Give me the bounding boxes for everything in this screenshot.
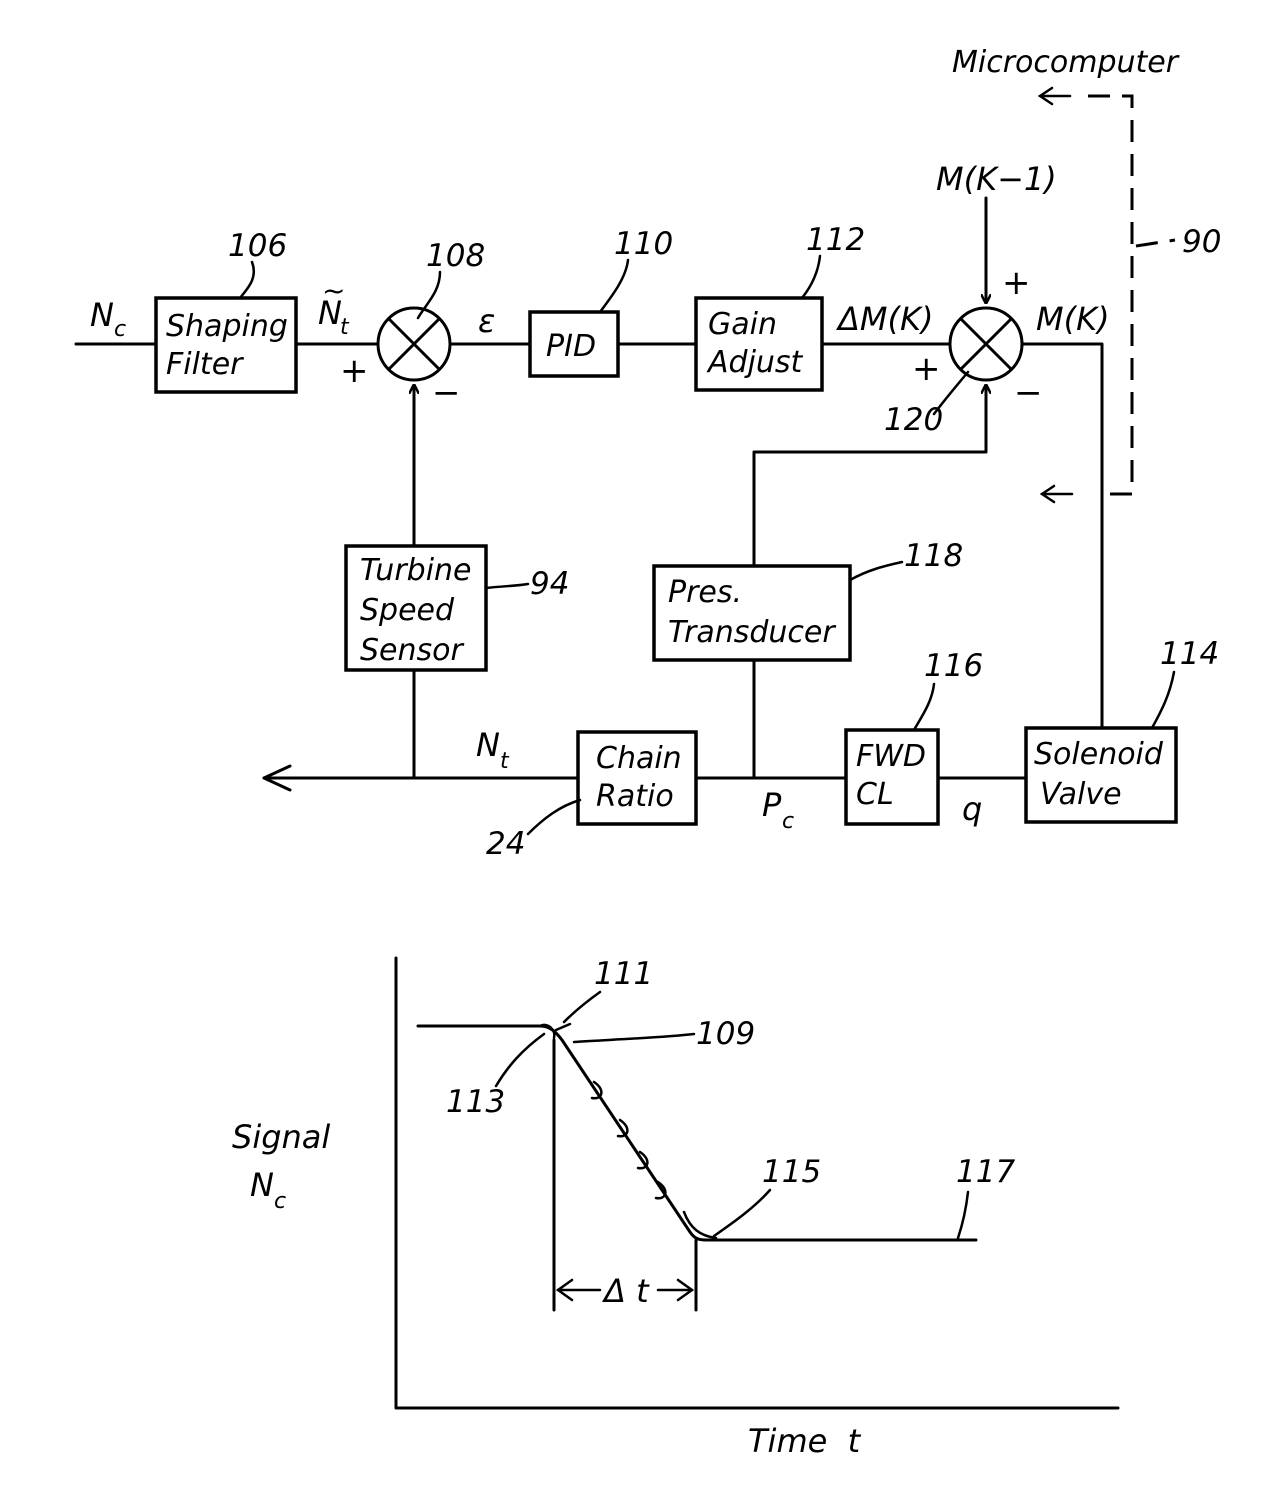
ref-108: 108 xyxy=(426,238,485,274)
corner-111 xyxy=(556,1024,570,1030)
solenoid-valve-line1: Solenoid xyxy=(1034,737,1164,772)
signal-nt-output: N t xyxy=(476,726,510,774)
svg-text:c: c xyxy=(114,317,126,342)
signal-curve xyxy=(418,1026,976,1240)
summing-junction-120 xyxy=(950,308,1022,380)
svg-text:~: ~ xyxy=(322,274,345,307)
sign-minus-120: − xyxy=(1014,373,1043,413)
delta-t-label: Δ t xyxy=(601,1272,650,1310)
gain-adjust-line2: Adjust xyxy=(706,345,804,380)
pres-transducer-line1: Pres. xyxy=(668,575,742,610)
signal-lines xyxy=(76,198,1102,790)
graph-xlabel: Time t xyxy=(748,1422,862,1460)
svg-text:t: t xyxy=(340,315,350,340)
leader-110 xyxy=(600,260,628,312)
ref-120: 120 xyxy=(884,402,943,438)
leader-24 xyxy=(528,800,580,834)
signal-pc: P c xyxy=(762,786,794,834)
leader-112 xyxy=(802,256,820,298)
svg-text:N: N xyxy=(90,296,114,334)
fwd-cl-line1: FWD xyxy=(856,739,926,774)
ref-106: 106 xyxy=(228,228,287,264)
ref-90: 90 xyxy=(1182,224,1221,260)
ref-94: 94 xyxy=(530,566,569,602)
gain-adjust-line1: Gain xyxy=(708,307,777,342)
summing-junction-108 xyxy=(378,308,450,380)
leader-118 xyxy=(850,562,902,580)
signal-epsilon: ε xyxy=(478,302,495,340)
ref-24: 24 xyxy=(486,826,525,862)
ref-114: 114 xyxy=(1160,636,1219,672)
pid-label: PID xyxy=(546,329,596,364)
ref-115: 115 xyxy=(762,1154,821,1190)
pres-transducer-line2: Transducer xyxy=(668,615,836,650)
svg-text:P: P xyxy=(762,786,782,824)
shaping-filter-line1: Shaping xyxy=(166,309,288,344)
turbine-line1: Turbine xyxy=(360,553,472,588)
leader-106 xyxy=(240,262,254,298)
ref-116: 116 xyxy=(924,648,983,684)
svg-text:t: t xyxy=(500,749,510,774)
ref-110: 110 xyxy=(614,226,673,262)
sign-minus-108: − xyxy=(432,373,461,413)
leader-109 xyxy=(574,1034,694,1042)
microcomputer-boundary xyxy=(1040,88,1175,502)
sign-plus-120-top: + xyxy=(1002,263,1031,303)
leader-114 xyxy=(1152,672,1174,728)
sign-plus-108: + xyxy=(340,351,369,391)
ref-113: 113 xyxy=(446,1084,505,1120)
leader-94 xyxy=(486,584,528,588)
ref-111: 111 xyxy=(594,956,653,992)
shaping-filter-line2: Filter xyxy=(166,347,244,382)
signal-m-k-minus-1: M(K−1) xyxy=(936,160,1057,198)
ref-118: 118 xyxy=(904,538,963,574)
ref-112: 112 xyxy=(806,222,865,258)
chain-ratio-line2: Ratio xyxy=(596,779,674,814)
sign-plus-120-left: + xyxy=(912,349,941,389)
signal-m-k: M(K) xyxy=(1036,300,1110,338)
leader-116 xyxy=(914,684,934,730)
svg-text:N: N xyxy=(476,726,500,764)
signal-nt-tilde: N ~ t xyxy=(318,274,350,340)
signal-q: q xyxy=(962,790,982,828)
microcomputer-label: Microcomputer xyxy=(952,45,1180,80)
leader-113 xyxy=(496,1034,544,1086)
corner-115 xyxy=(684,1212,716,1238)
turbine-line3: Sensor xyxy=(360,633,464,668)
signal-nc-input: N c xyxy=(90,296,126,342)
graph-ylabel-nc: N c xyxy=(250,1166,286,1214)
svg-text:c: c xyxy=(782,809,794,834)
leader-115 xyxy=(714,1190,770,1236)
svg-text:N: N xyxy=(250,1166,274,1204)
signal-delta-m: ΔM(K) xyxy=(835,300,933,338)
turbine-line2: Speed xyxy=(360,593,455,628)
chain-ratio-line1: Chain xyxy=(596,741,682,776)
svg-text:c: c xyxy=(274,1189,286,1214)
leader-111 xyxy=(564,992,600,1022)
graph-ylabel-line1: Signal xyxy=(232,1118,330,1156)
ref-117: 117 xyxy=(956,1154,1015,1190)
ref-109: 109 xyxy=(696,1016,755,1052)
solenoid-valve-line2: Valve xyxy=(1040,777,1122,812)
leader-117 xyxy=(958,1192,968,1238)
fwd-cl-line2: CL xyxy=(856,777,894,812)
